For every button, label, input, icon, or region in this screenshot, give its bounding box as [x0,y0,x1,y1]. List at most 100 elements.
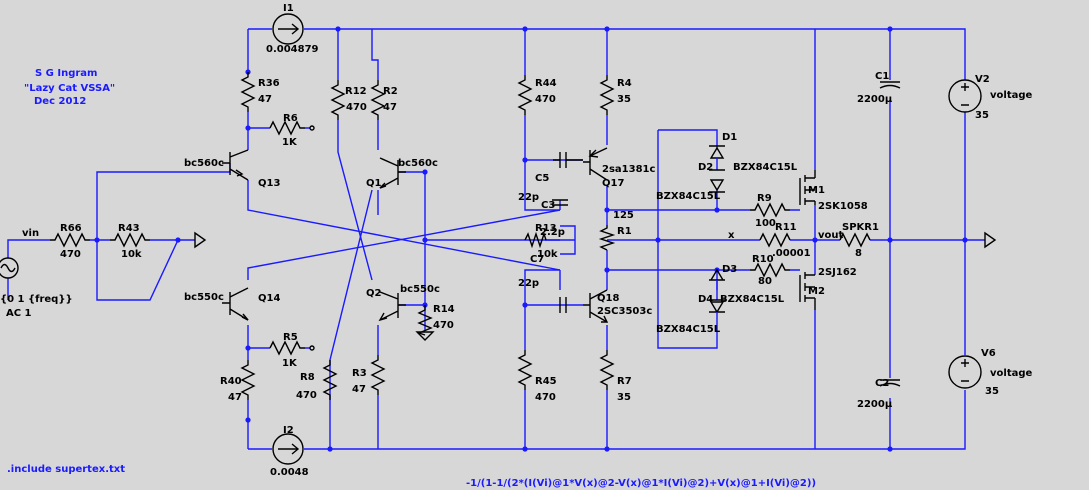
R66-name: R66 [60,223,82,234]
resistor-R12-symbol [330,80,346,120]
V6-value: voltage [990,368,1033,379]
capacitor-symbols [552,81,901,387]
D4-name: D4 [698,294,713,305]
author-label: S G Ingram [35,68,97,79]
resistor-R2-symbol [370,80,386,120]
date-label: Dec 2012 [34,96,86,107]
V2-value: voltage [990,90,1033,101]
C7-value: 22p [518,278,539,289]
M2-name: M2 [808,286,825,297]
vin-value-label: {0 1 {freq}} [0,294,73,305]
R3-value: 47 [352,384,366,395]
Q14-name: Q14 [258,293,280,304]
transistor-Q17-symbol [583,147,608,181]
R11-name: R11 [775,222,797,233]
output-flag [984,231,997,249]
diode-D2-symbol [709,169,725,193]
R5-value: 1K [282,358,298,369]
R5-name: R5 [283,332,298,343]
include-directive: .include supertex.txt [7,464,125,475]
R1-value: 125 [613,210,634,221]
Q17-name: Q17 [602,178,624,189]
R9-name: R9 [757,193,772,204]
R44-value: 470 [535,94,556,105]
R4-name: R4 [617,78,632,89]
V6-extra: 35 [985,386,999,397]
resistor-R36-symbol [240,72,256,112]
R36-value: 47 [258,94,272,105]
net-vout-label: vout [818,230,844,241]
diode-D3-symbol [709,268,725,300]
R9-value: 100 [755,218,776,229]
C5-value: 22p [518,192,539,203]
R45-value: 470 [535,392,556,403]
M2-model: 2SJ162 [818,267,857,278]
D4-model: BZX84C15L [720,294,785,305]
ground-symbol [415,331,435,341]
capacitor-C3-symbol [552,199,568,206]
R66-value: 470 [60,249,81,260]
SPKR1-value: 8 [855,248,862,259]
R1-name: R1 [617,226,632,237]
Q2-name: Q2 [366,288,382,299]
transistor-Q13-symbol [222,149,249,181]
vin-net-label: vin [22,228,39,239]
mosfet-symbols [799,170,816,310]
R7-name: R7 [617,376,632,387]
voltage-source-V6-symbol [948,355,982,389]
R13-name: R13 [535,223,557,234]
V2-extra: 35 [975,110,989,121]
R2-value: 47 [383,102,397,113]
resistor-R40-symbol [240,360,256,400]
capacitor-C1-symbol [879,81,901,89]
resistor-R1-symbol [598,225,616,251]
ac-source-vin-symbol [0,257,19,279]
transistor-Q1-symbol [379,157,406,189]
I2-name: I2 [283,425,294,436]
Q1-name: Q1 [366,178,382,189]
resistor-R44-symbol [517,75,533,115]
R7-value: 35 [617,392,631,403]
C3-name: C3 [541,200,555,211]
I1-name: I1 [283,3,294,14]
resistor-R4-symbol [599,75,615,115]
net-x-label: x [728,230,735,241]
R4-value: 35 [617,94,631,105]
Q13-name: Q13 [258,178,280,189]
C2-value: 2200µ [857,399,893,410]
wires [7,28,985,450]
Q2-model: bc550c [400,284,440,295]
R10-name: R10 [752,254,774,265]
vin-ac-label: AC 1 [6,308,32,319]
C1-name: C1 [875,71,889,82]
R12-name: R12 [345,86,367,97]
current-source-I1-symbol [272,13,304,45]
C5-name: C5 [535,173,549,184]
resistor-R43-symbol [110,232,150,248]
resistor-R45-symbol [517,350,533,390]
R14-name: R14 [433,304,455,315]
R12-value: 470 [346,102,367,113]
R8-value: 470 [296,390,317,401]
R8-name: R8 [300,372,315,383]
Q18-name: Q18 [597,293,619,304]
R45-name: R45 [535,376,557,387]
SPKR1-name: SPKR1 [842,222,879,233]
R43-name: R43 [118,223,140,234]
resistor-R66-symbol [50,232,90,248]
R40-value: 47 [228,392,242,403]
project-label: "Lazy Cat VSSA" [24,83,115,94]
R13-value: 10k [537,249,558,260]
M1-name: M1 [808,185,825,196]
resistor-R14-symbol [417,305,433,336]
D3-model: BZX84C15L [656,324,721,335]
source-symbols [0,13,982,465]
R2-name: R2 [383,86,398,97]
C3-value: 2.2p [540,227,565,238]
D2-model: BZX84C15L [733,162,798,173]
D2-name: D2 [698,162,713,173]
transistor-Q18-symbol [583,289,609,323]
R3-name: R3 [352,368,367,379]
C7-name: C7 [530,254,544,265]
